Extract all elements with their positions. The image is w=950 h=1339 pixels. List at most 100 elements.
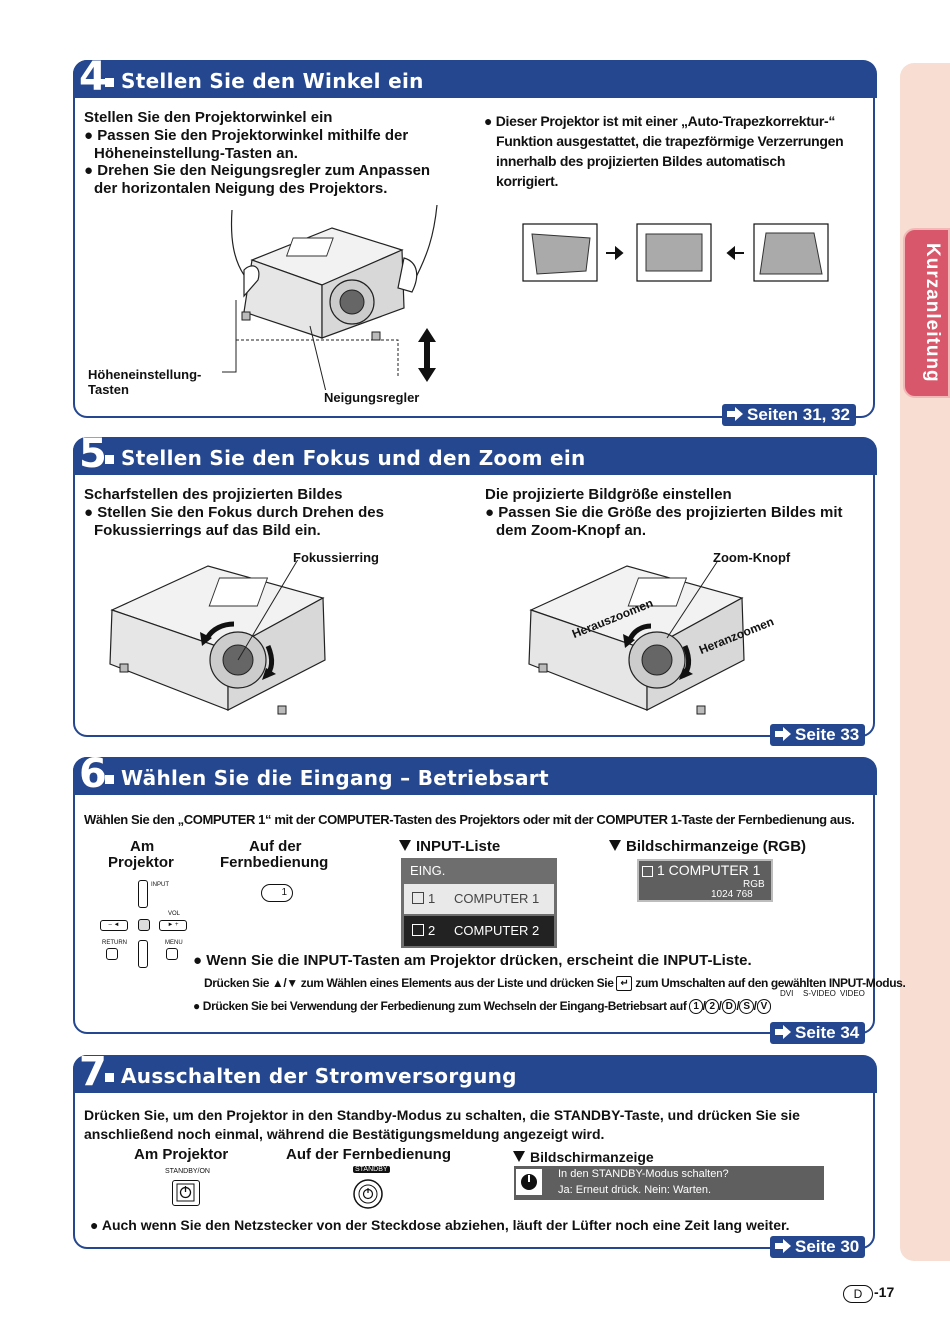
side-tab-active[interactable] — [903, 228, 950, 398]
sec6-bullet-2: ● Drücken Sie bei Verwendung der Ferbedi… — [193, 999, 771, 1015]
section-number-dot — [105, 1073, 114, 1082]
sec5-right-bullet-cont: dem Zoom-Knopf an. — [496, 522, 646, 539]
label-focus-ring: Fokussierring — [293, 550, 379, 565]
dvi-label: DVI — [780, 989, 794, 998]
input-list-row-2[interactable]: 2 COMPUTER 2 — [404, 916, 554, 946]
height-arrow-icon — [418, 328, 436, 382]
standby-osd-line2: Ja: Erneut drück. Nein: Warten. — [558, 1184, 712, 1196]
computer-icon — [642, 866, 653, 877]
side-tab-label: Kurzanleitung — [922, 243, 943, 383]
section-number-dot — [105, 775, 114, 784]
projector-zoom-illustration — [528, 561, 745, 715]
label-tilt-adjuster: Neigungsregler — [324, 390, 420, 405]
arrow-right-icon — [775, 1239, 791, 1253]
input-list-row-1[interactable]: 1 COMPUTER 1 — [404, 884, 554, 914]
sec7-instruction: Drücken Sie, um den Projektor in den Sta… — [84, 1107, 800, 1123]
standby-label: STANDBY — [353, 1166, 390, 1173]
menu-key[interactable] — [166, 948, 178, 960]
sec6-bullet-1: ● Wenn Sie die INPUT-Tasten am Projektor… — [193, 952, 752, 969]
sec4-note: ● Dieser Projektor ist mit einer „Auto-T… — [484, 113, 836, 129]
video-pill: V — [756, 999, 771, 1015]
section-title: Ausschalten der Stromversorgung — [121, 1064, 517, 1088]
sec6-page-reference[interactable]: Seite 34 — [770, 1022, 866, 1044]
keystone-corrected-image — [645, 233, 703, 272]
return-key[interactable] — [106, 948, 118, 960]
video-label: VIDEO — [840, 989, 865, 998]
arrow-right-icon — [775, 1025, 791, 1039]
col-projector-l2: Projektor — [108, 854, 174, 871]
section-title: Stellen Sie den Winkel ein — [121, 69, 424, 93]
section-number: 6 — [79, 751, 107, 797]
dvi-pill: D — [721, 999, 737, 1015]
section-4-header: 4 Stellen Sie den Winkel ein — [73, 54, 877, 100]
sec7-instruction-l2: anschließend noch einmal, während die Be… — [84, 1126, 605, 1142]
keystone-diagram — [522, 223, 829, 282]
sec7-col-projector: Am Projektor — [134, 1146, 229, 1163]
triangle-icon — [399, 840, 411, 851]
col-remote-l2: Fernbedienung — [220, 854, 329, 871]
osd-mode: RGB — [743, 879, 765, 890]
section-5-header: 5 Stellen Sie den Fokus und den Zoom ein — [73, 431, 877, 477]
standby-osd: In den STANDBY-Modus schalten? Ja: Erneu… — [514, 1166, 824, 1200]
input-key[interactable] — [138, 880, 148, 908]
sec5-left-bullet: ● Stellen Sie den Fokus durch Drehen des — [84, 504, 384, 521]
volume-up-key[interactable]: ► + — [159, 920, 187, 931]
col-projector: Am — [130, 838, 155, 855]
triangle-icon — [513, 1151, 525, 1162]
region-mark: D — [843, 1285, 873, 1303]
osd-title: 1 COMPUTER 1 — [657, 862, 761, 878]
enter-key[interactable] — [138, 919, 150, 931]
sec5-left-heading: Scharfstellen des projizierten Bildes — [84, 486, 343, 503]
label-height-buttons-l2: Tasten — [88, 382, 129, 397]
sec4-bullet-2-cont: der horizontalen Neigung des Projektors. — [94, 180, 388, 197]
projector-hands-illustration — [222, 204, 438, 390]
sec4-page-reference[interactable]: Seiten 31, 32 — [722, 404, 857, 426]
menu-label: MENU — [165, 940, 183, 946]
sec6-bullet-1-sub: Drücken Sie ▲/▼ zum Wählen eines Element… — [204, 976, 906, 992]
computer1-pill: 1 — [689, 999, 703, 1015]
enter-key-icon: ↵ — [616, 976, 633, 992]
arrow-right-icon — [775, 727, 791, 741]
section-number: 7 — [79, 1049, 107, 1095]
page-number: -17 — [874, 1284, 895, 1300]
section-4-panel — [73, 60, 875, 418]
svideo-label: S-VIDEO — [803, 989, 836, 998]
arrow-left-icon — [726, 245, 744, 261]
triangle-icon — [609, 840, 621, 851]
keystone-before-image — [531, 233, 591, 275]
osd-rgb-label: Bildschirmanzeige (RGB) — [609, 838, 806, 856]
standby-on-label: STANDBY/ON — [165, 1168, 210, 1175]
section-number-dot — [105, 455, 114, 464]
sec4-note-l4: korrigiert. — [496, 173, 559, 189]
input-list-header: EING. — [410, 863, 446, 878]
sec4-bullet-1: ● Passen Sie den Projektorwinkel mithilf… — [84, 127, 409, 144]
sec4-bullet-2: ● Drehen Sie den Neigungsregler zum Anpa… — [84, 162, 431, 179]
section-number: 4 — [79, 54, 107, 100]
sec5-left-bullet-cont: Fokussierrings auf das Bild ein. — [94, 522, 321, 539]
keystone-other-image — [759, 232, 823, 275]
svideo-pill: S — [739, 999, 754, 1015]
section-number-dot — [105, 78, 114, 87]
label-height-buttons: Höheneinstellung- — [88, 367, 202, 382]
down-key[interactable] — [138, 940, 148, 968]
sec4-heading: Stellen Sie den Projektorwinkel ein — [84, 109, 333, 126]
remote-computer1-button[interactable]: 1 — [261, 884, 293, 902]
standby-on-key[interactable] — [172, 1180, 200, 1206]
section-title: Stellen Sie den Fokus und den Zoom ein — [121, 446, 586, 470]
input-key-label: INPUT — [151, 882, 169, 888]
sec5-page-reference[interactable]: Seite 33 — [770, 724, 866, 746]
return-label: RETURN — [102, 940, 127, 946]
sec7-osd-label: Bildschirmanzeige — [513, 1148, 654, 1166]
sec7-page-reference[interactable]: Seite 30 — [770, 1236, 866, 1258]
arrow-right-icon — [727, 407, 743, 421]
computer-icon — [412, 892, 424, 904]
section-number: 5 — [79, 431, 107, 477]
remote-standby-button[interactable] — [352, 1178, 384, 1210]
volume-down-key[interactable]: – ◄ — [100, 920, 128, 931]
label-zoom-knob: Zoom-Knopf — [713, 550, 791, 565]
sec7-col-remote: Auf der Fernbedienung — [286, 1146, 451, 1163]
sec4-note-l3: innerhalb des projizierten Bildes automa… — [496, 153, 786, 169]
osd-rgb-display: 1 COMPUTER 1 RGB 1024 768 — [637, 859, 773, 902]
osd-resolution: 1024 768 — [711, 889, 753, 900]
power-icon — [176, 1183, 195, 1202]
